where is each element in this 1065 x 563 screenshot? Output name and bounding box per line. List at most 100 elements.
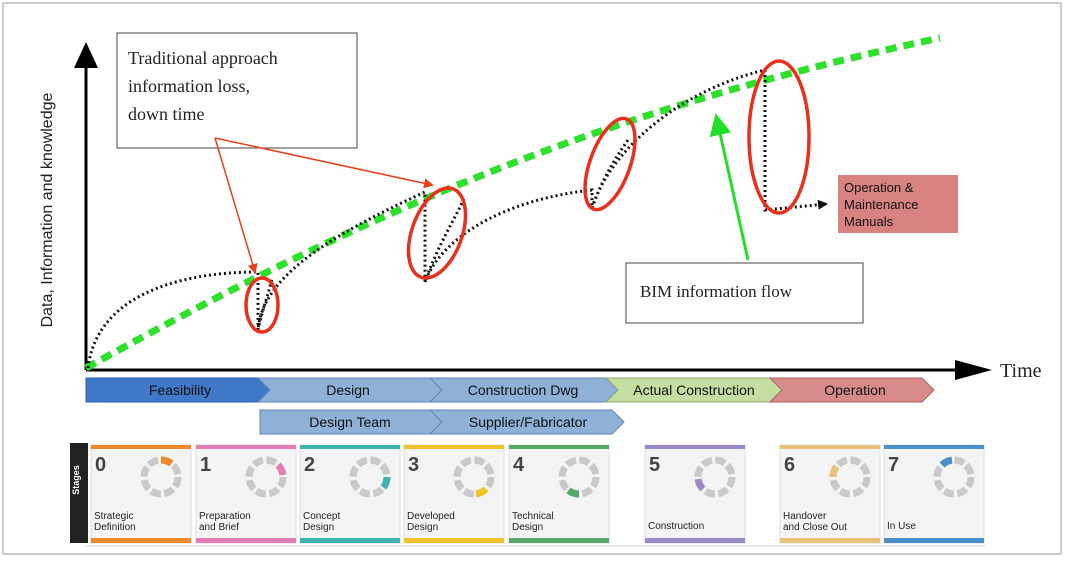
stage-ring-segment-icon [694,478,706,492]
loss-ellipse-1 [244,276,280,334]
stage-bottom-bar [780,538,880,543]
stage-label: and Close Out [783,522,847,533]
stage-ring-icon [694,456,736,498]
stage-ring-icon [140,456,182,498]
traditional-callout-box [116,32,358,149]
traditional-callout-line-3: down time [128,104,205,124]
stage-top-bar [196,445,296,449]
stage-ring-segment-icon [275,462,287,476]
loss-ellipse-2 [406,186,468,280]
phase-operation [768,377,935,403]
stage-bottom-bar [509,538,609,543]
callout-arrow-2 [214,137,434,189]
stage-card-bg [508,444,610,544]
phase-design-label: Design [326,382,370,398]
stage-card-bg [90,444,192,544]
stage-bottom-bar [300,538,400,543]
om-manuals-line-2: Maintenance [844,197,918,212]
stage-bottom-bar [884,538,984,543]
team-design-label: Design Team [309,414,390,430]
stage-label: Handover [783,511,827,522]
stage-top-bar [780,445,880,449]
stage-label: Construction [648,521,704,532]
stage-label: Concept [303,511,340,522]
stage-ring-segment-icon [380,476,391,490]
bim-callout-box [625,262,864,324]
callout-arrow-1 [214,137,258,274]
stage-card-bg [883,444,985,544]
stage-card-bg [403,444,505,544]
stage-card-bg [195,444,297,544]
phase-actual-construction-label: Actual Construction [633,382,754,398]
bim-callout-arrow [709,113,750,261]
stage-ring-segment-icon [160,456,174,467]
stage-label: Design [303,522,334,533]
stage-ring-segment-icon [566,487,580,498]
stage-ring-segment-icon [829,464,840,478]
stage-bottom-bar [196,538,296,543]
stage-number: 4 [513,454,525,476]
stage-ring-icon [245,456,287,498]
loss-ellipse-4 [747,59,811,215]
stage-ring-segment-icon [475,486,489,498]
stage-ring-icon [829,456,871,498]
stage-ring-segment-icon [939,456,953,468]
stage-top-bar [884,445,984,449]
loss-ellipse-3 [583,116,637,212]
phase-operation-label: Operation [824,382,885,398]
stage-top-bar [404,445,504,449]
stage-top-bar [645,445,745,449]
om-manuals-line-3: Manuals [844,214,894,229]
stage-number: 0 [95,454,106,476]
stage-ring-icon [453,456,495,498]
stage-card-bg [644,444,746,544]
team-supplier-label: Supplier/Fabricator [469,414,588,430]
team-supplier [428,409,625,435]
bim-callout-label: BIM information flow [640,282,793,301]
stage-top-bar [509,445,609,449]
x-axis-label: Time [1000,360,1042,382]
om-manuals-box [838,175,958,233]
stage-label: Technical [512,511,554,522]
stage-number: 7 [888,454,899,476]
stage-ring-icon [558,456,600,498]
stage-number: 6 [784,454,795,476]
stage-ring-icon [933,456,975,498]
y-axis-label: Data, Information and knowledge [39,92,56,327]
y-axis-arrow [74,42,98,68]
stage-number: 5 [649,454,660,476]
stages-tab-label: Stages [71,465,81,495]
stage-top-bar [91,445,191,449]
traditional-callout-line-1: Traditional approach [128,48,278,68]
phase-feasibility-label: Feasibility [149,382,211,398]
stage-bottom-bar [404,538,504,543]
stage-bottom-bar [645,538,745,543]
stage-bottom-bar [91,538,191,543]
stage-card-7: 7 In Use [883,444,985,544]
om-manuals-line-1: Operation & [844,180,914,195]
stage-label: Developed [407,511,455,522]
stage-label: Preparation [199,511,251,522]
stage-number: 2 [304,454,315,476]
stage-label: Definition [94,522,136,533]
stage-label: Design [407,522,438,533]
stage-label: Design [512,522,543,533]
stage-card-bg [299,444,401,544]
stage-number: 3 [408,454,419,476]
stage-top-bar [300,445,400,449]
stage-label: In Use [887,521,916,532]
x-axis-arrow [955,360,992,380]
phase-construction-dwg-label: Construction Dwg [468,382,579,398]
stage-number: 1 [200,454,211,476]
traditional-drop-3 [590,139,630,209]
stage-label: and Brief [199,522,239,533]
